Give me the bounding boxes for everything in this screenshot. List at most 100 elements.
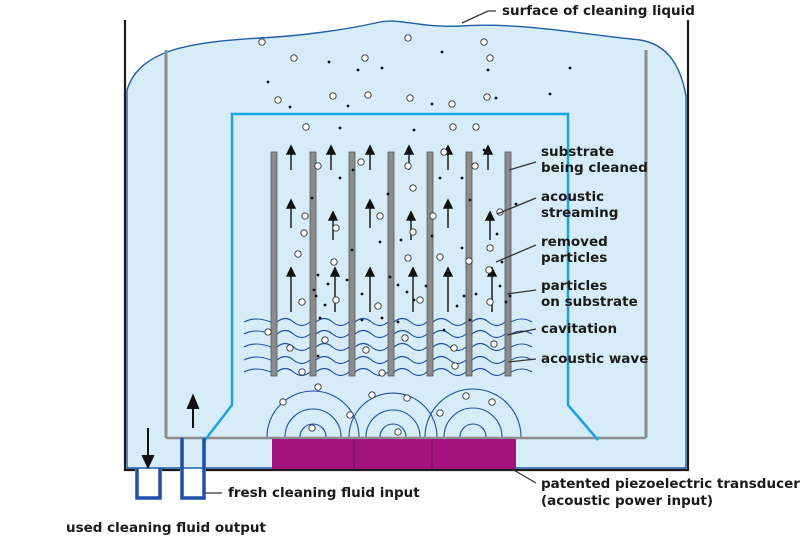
particle-icon <box>412 298 416 302</box>
cavitation-wave <box>471 367 506 377</box>
cavitation-wave <box>393 329 428 339</box>
particle-icon <box>399 238 403 242</box>
bubbles <box>258 34 504 436</box>
bubble-icon <box>357 158 365 166</box>
acoustic-wave-arc <box>266 390 360 438</box>
bubble-icon <box>300 229 308 237</box>
bubble-icon <box>451 362 459 370</box>
substrate-plate <box>387 151 395 377</box>
label-used-output: used cleaning fluid output <box>66 520 266 536</box>
bubble-icon <box>448 100 456 108</box>
bubble-icon <box>483 93 491 101</box>
acoustic-wave-arc <box>424 388 522 438</box>
cavitation-wave <box>276 367 311 377</box>
label-removed-line1: removed <box>541 234 608 250</box>
label-onsub-line1: particles <box>541 278 607 294</box>
arrow-up-icon <box>364 266 376 312</box>
piezoelectric-transducer <box>272 439 516 469</box>
acoustic-wave-domes <box>266 388 522 438</box>
bubble-icon <box>298 368 306 376</box>
particle-icon <box>462 294 466 298</box>
fluid-pipes <box>135 438 206 500</box>
cavitation-wave <box>393 367 428 377</box>
particle-icon <box>316 273 320 277</box>
bubble-icon <box>416 296 424 304</box>
particle-icon <box>360 292 364 296</box>
substrate-plate <box>348 151 356 377</box>
particle-icon <box>500 260 504 264</box>
particle-icon <box>568 66 572 70</box>
particle-icon <box>468 318 472 322</box>
bubble-icon <box>361 54 369 62</box>
bubble-icon <box>258 38 266 46</box>
particle-icon <box>405 290 409 294</box>
bubble-icon <box>403 394 411 402</box>
arrow-down-icon <box>141 428 155 470</box>
acoustic-wave-arc <box>348 392 438 438</box>
bubble-icon <box>486 244 494 252</box>
label-removed-line2: particles <box>541 250 607 266</box>
cleaning-liquid <box>126 20 687 469</box>
bubble-icon <box>374 302 382 310</box>
arrow-up-icon <box>325 144 337 170</box>
particle-icon <box>438 176 442 180</box>
cavitation-wave <box>243 356 272 361</box>
cavitation-wave <box>243 368 272 373</box>
bubble-icon <box>290 54 298 62</box>
particle-icon <box>495 232 499 236</box>
bubble-icon <box>488 398 496 406</box>
particle-icon <box>338 126 342 130</box>
leader-lines <box>205 10 537 494</box>
particle-icon <box>345 278 349 282</box>
arrow-up-icon <box>364 144 376 170</box>
arrow-up-icon <box>186 393 200 428</box>
cavitation-wave <box>510 318 533 323</box>
particle-icon <box>288 105 292 109</box>
bubble-icon <box>436 253 444 261</box>
bubble-icon <box>406 94 414 102</box>
label-streaming-line1: acoustic <box>541 189 604 205</box>
label-transducer-line1: patented piezoelectric transducer <box>541 476 800 492</box>
particle-icon <box>312 288 316 292</box>
cavitation-wave <box>276 329 311 339</box>
label-surface: surface of cleaning liquid <box>502 3 695 19</box>
bubble-icon <box>490 340 498 348</box>
particle-icon <box>486 68 490 72</box>
particle-icon <box>455 304 459 308</box>
label-transducer-line2: (acoustic power input) <box>541 493 713 509</box>
cavitation-wave <box>276 317 311 327</box>
particle-icon <box>412 128 416 132</box>
acoustic-wave-arc <box>284 408 342 438</box>
cavitation-wave <box>354 329 389 339</box>
acoustic-wave-arc <box>365 409 421 438</box>
bubble-icon <box>404 254 412 262</box>
particle-icon <box>460 176 464 180</box>
pipe-arrows <box>141 393 200 470</box>
particle-icon <box>346 104 350 108</box>
cavitation-wave <box>471 342 506 352</box>
bubble-icon <box>321 336 329 344</box>
particle-icon <box>514 202 518 206</box>
label-fresh-input: fresh cleaning fluid input <box>228 485 420 501</box>
arrow-up-icon <box>285 144 297 170</box>
particle-icon <box>508 294 512 298</box>
cavitation-wave <box>354 317 389 327</box>
particle-icon <box>424 284 428 288</box>
bubble-icon <box>286 344 294 352</box>
bubble-icon <box>472 123 480 131</box>
particle-icon <box>386 192 390 196</box>
bubble-icon <box>440 148 448 156</box>
cavitation-wave <box>315 342 350 352</box>
arrow-up-icon <box>329 266 341 312</box>
bubble-icon <box>450 344 458 352</box>
substrate-plate <box>309 151 317 377</box>
particle-icon <box>468 198 472 202</box>
particle-icon <box>378 240 382 244</box>
bubble-icon <box>301 212 309 220</box>
bubble-icon <box>409 228 417 236</box>
cavitation-wave <box>510 330 533 335</box>
particle-icon <box>316 354 320 358</box>
cavitation-wave <box>432 317 467 327</box>
bubble-icon <box>485 266 493 274</box>
particle-icon <box>314 294 318 298</box>
